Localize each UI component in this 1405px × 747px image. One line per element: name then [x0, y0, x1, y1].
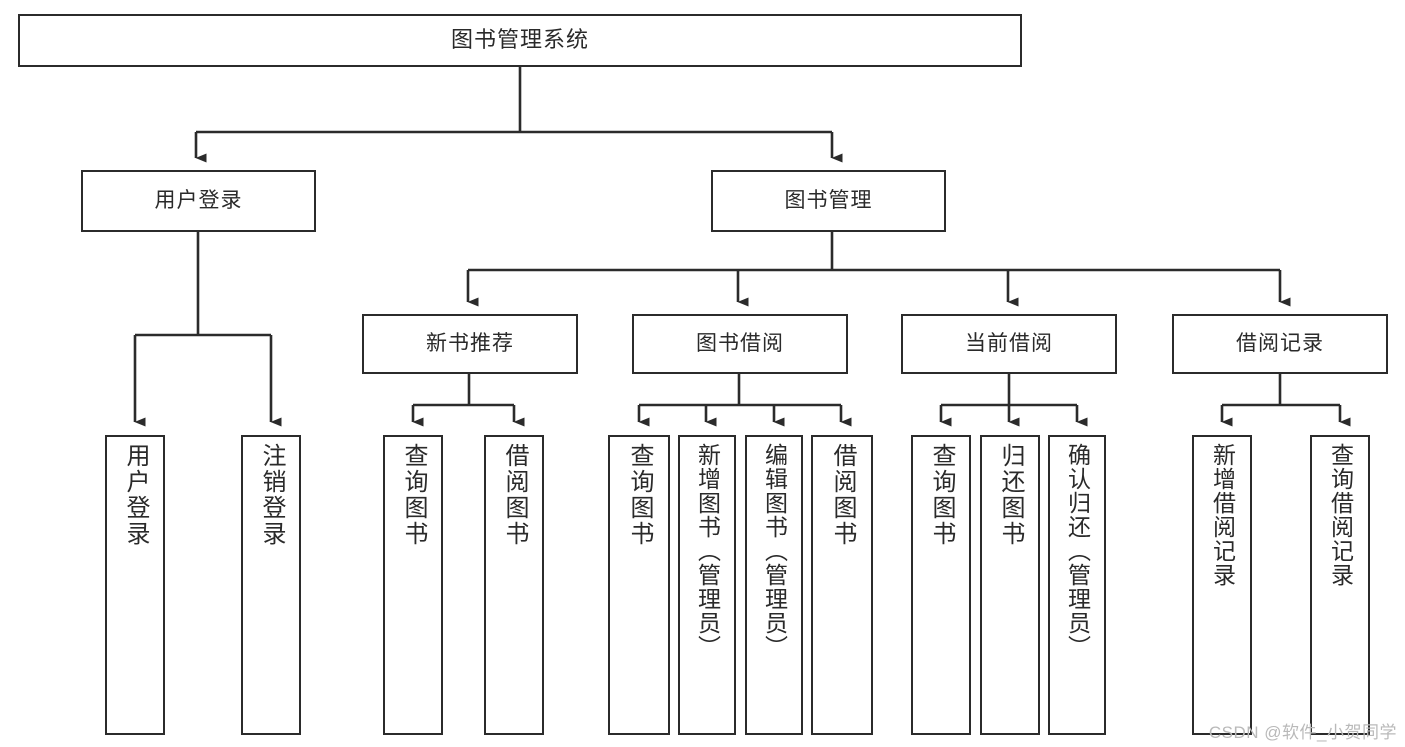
node-label: 用户登录 — [154, 189, 243, 213]
node-root-book-management-system[interactable]: 图书管理系统 — [18, 14, 1022, 67]
node-label: 用户登录 — [122, 443, 149, 547]
node-label: 查询借阅记录 — [1327, 443, 1354, 587]
node-label: 借阅记录 — [1236, 332, 1324, 356]
node-new-book-recommendation[interactable]: 新书推荐 — [362, 314, 578, 374]
node-label: 图书借阅 — [696, 332, 784, 356]
node-label: 编辑图书（管理员） — [761, 443, 788, 659]
node-label: 当前借阅 — [965, 332, 1053, 356]
node-current-borrowing[interactable]: 当前借阅 — [901, 314, 1117, 374]
leaf-query-book-current[interactable]: 查询图书 — [911, 435, 971, 735]
csdn-watermark: CSDN @软件_小贺同学 — [1208, 723, 1397, 742]
leaf-query-book-borrowing[interactable]: 查询图书 — [608, 435, 670, 735]
node-user-login[interactable]: 用户登录 — [81, 170, 316, 232]
node-label: 查询图书 — [928, 443, 955, 547]
node-label: 图书管理系统 — [450, 27, 589, 53]
node-label: 新增借阅记录 — [1209, 443, 1236, 587]
node-label: 查询图书 — [626, 443, 653, 547]
node-label: 确认归还（管理员） — [1064, 443, 1091, 659]
node-borrowing-records[interactable]: 借阅记录 — [1172, 314, 1388, 374]
leaf-query-borrow-record[interactable]: 查询借阅记录 — [1310, 435, 1370, 735]
node-label: 查询图书 — [400, 443, 427, 547]
leaf-add-book-admin[interactable]: 新增图书（管理员） — [678, 435, 736, 735]
node-book-borrowing[interactable]: 图书借阅 — [632, 314, 848, 374]
node-label: 借阅图书 — [829, 443, 856, 547]
node-label: 新书推荐 — [426, 332, 514, 356]
leaf-edit-book-admin[interactable]: 编辑图书（管理员） — [745, 435, 803, 735]
node-label: 注销登录 — [258, 443, 285, 547]
leaf-logout[interactable]: 注销登录 — [241, 435, 301, 735]
leaf-add-borrow-record[interactable]: 新增借阅记录 — [1192, 435, 1252, 735]
leaf-confirm-return-admin[interactable]: 确认归还（管理员） — [1048, 435, 1106, 735]
leaf-return-book[interactable]: 归还图书 — [980, 435, 1040, 735]
leaf-borrow-book-newbook[interactable]: 借阅图书 — [484, 435, 544, 735]
node-label: 新增图书（管理员） — [694, 443, 721, 659]
leaf-borrow-book-borrowing[interactable]: 借阅图书 — [811, 435, 873, 735]
leaf-user-login[interactable]: 用户登录 — [105, 435, 165, 735]
leaf-query-book-newbook[interactable]: 查询图书 — [383, 435, 443, 735]
node-label: 图书管理 — [784, 189, 873, 213]
node-label: 归还图书 — [997, 443, 1024, 547]
node-book-management[interactable]: 图书管理 — [711, 170, 946, 232]
node-label: 借阅图书 — [501, 443, 528, 547]
